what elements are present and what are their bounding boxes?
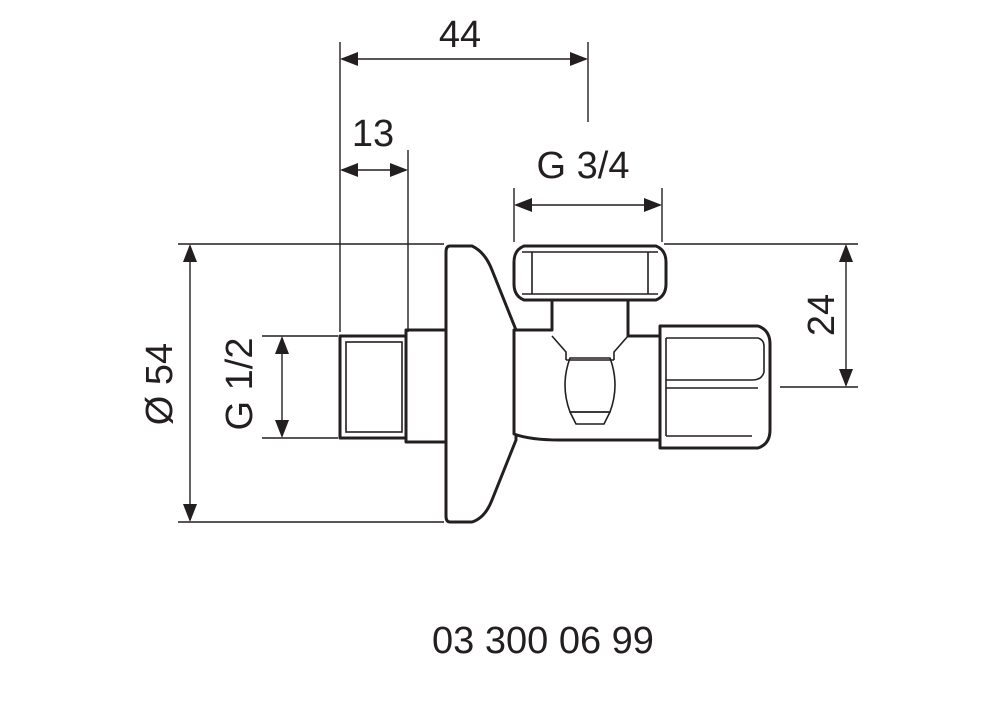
outlet-nut (658, 324, 772, 450)
inlet-thread (338, 334, 410, 440)
extension-lines (178, 42, 858, 523)
dim-inlet-thread: G 1/2 (219, 338, 261, 431)
part-number: 03 300 06 99 (432, 620, 654, 662)
dim-rosette-diameter: Ø 54 (139, 343, 181, 425)
rosette (444, 244, 518, 524)
handwheel (512, 244, 668, 302)
dim-outlet-height: 24 (801, 294, 843, 336)
valve-housing (512, 298, 662, 442)
dimension-lines (183, 52, 853, 522)
dim-thread-length: 13 (352, 113, 394, 155)
dim-outlet-thread: G 3/4 (537, 145, 630, 187)
inlet-collar (404, 328, 450, 444)
dim-overall-length: 44 (439, 14, 481, 56)
valve-body (338, 244, 772, 524)
